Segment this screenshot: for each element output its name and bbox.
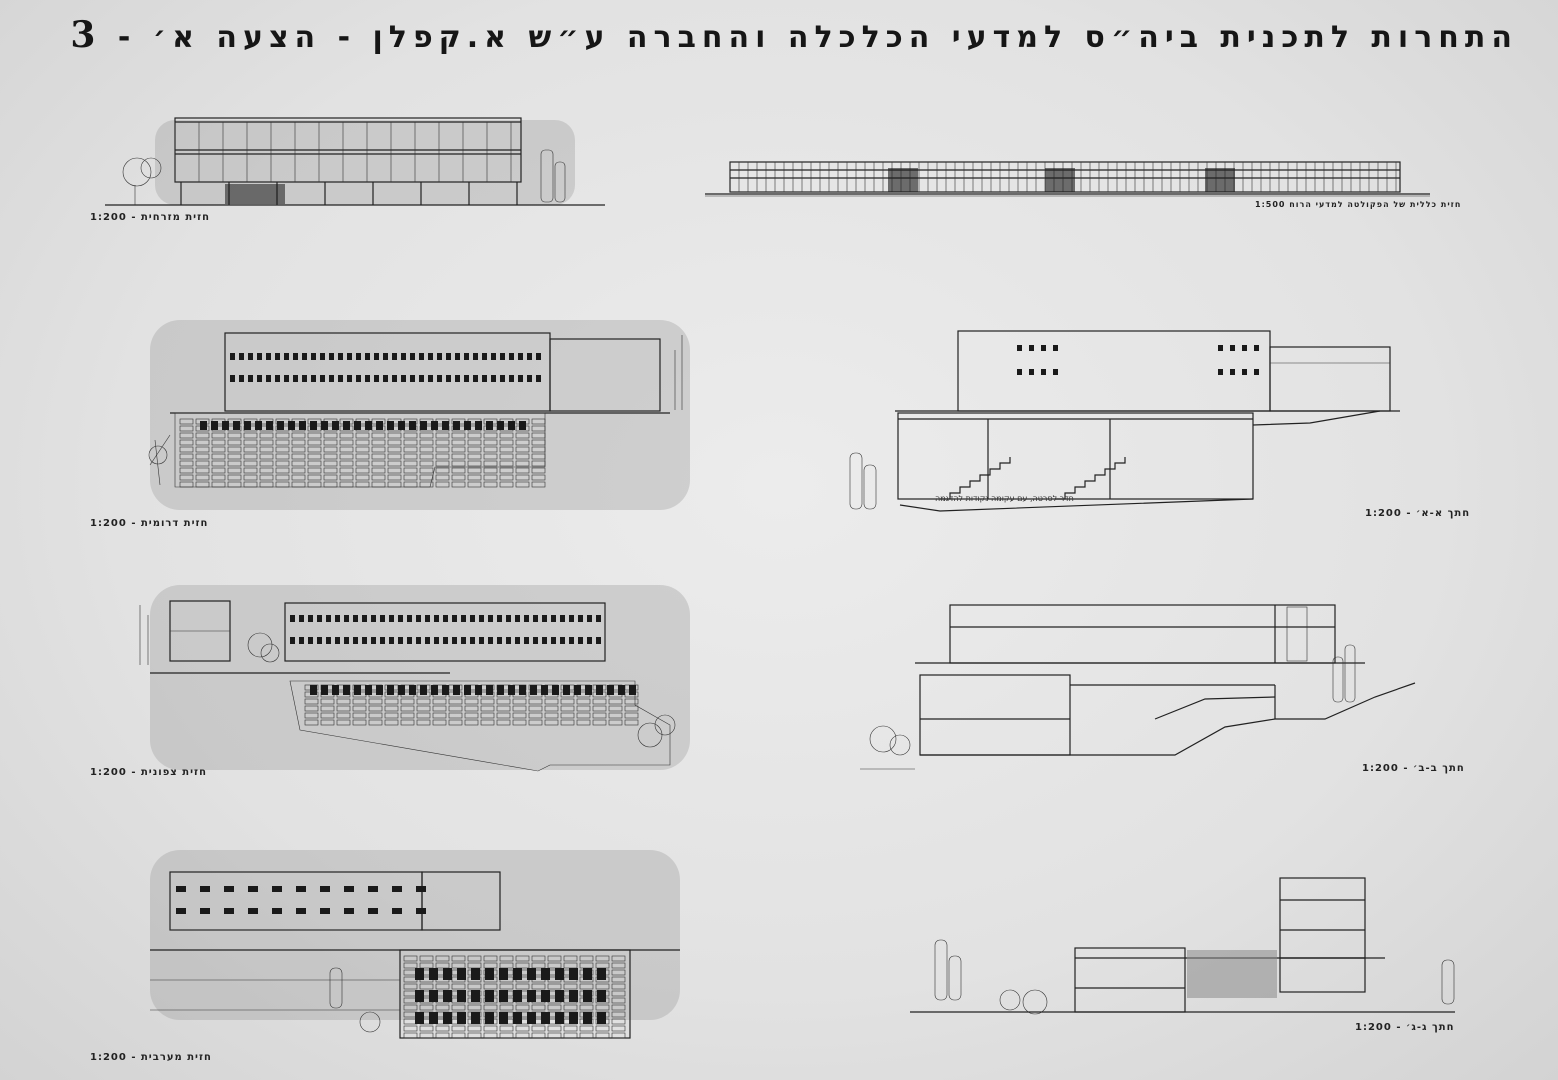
west-elevation-label: חזית מערבית - 1:200 <box>90 1052 212 1063</box>
general-elevation-drawing <box>705 161 1430 197</box>
section-aa-drawing <box>849 330 1400 512</box>
north-elevation-drawing <box>139 585 690 772</box>
north-elevation-label: חזית צפונית - 1:200 <box>90 767 207 778</box>
section-aa-note: חדר לסרטה, עם עקומה נקודות להדגמה <box>935 494 1074 503</box>
south-elevation-drawing <box>148 320 690 510</box>
general-elevation-label: חזית כללית של הפקולטה למדעי הרוח 1:500 <box>1255 200 1462 209</box>
section-cc-drawing <box>910 877 1455 1015</box>
section-bb-label: חתך ב-ב׳ - 1:200 <box>1362 763 1465 774</box>
east-elevation-drawing <box>105 117 605 206</box>
south-elevation-label: חזית דרומית - 1:200 <box>90 518 209 529</box>
title-text: התחרות לתכנית ביה״ס למדעי הכלכלה והחברה … <box>101 20 1518 55</box>
west-elevation-drawing <box>150 850 680 1039</box>
title-number-mark: 3 <box>70 14 102 56</box>
section-bb-drawing <box>860 604 1416 770</box>
section-aa-label: חתך א-א׳ - 1:200 <box>1365 508 1471 519</box>
section-cc-label: חתך ג-ג׳ - 1:200 <box>1355 1022 1455 1033</box>
sheet-title: התחרות לתכנית ביה״ס למדעי הכלכלה והחברה … <box>70 14 1518 56</box>
east-elevation-label: חזית מזרחית - 1:200 <box>90 212 210 223</box>
